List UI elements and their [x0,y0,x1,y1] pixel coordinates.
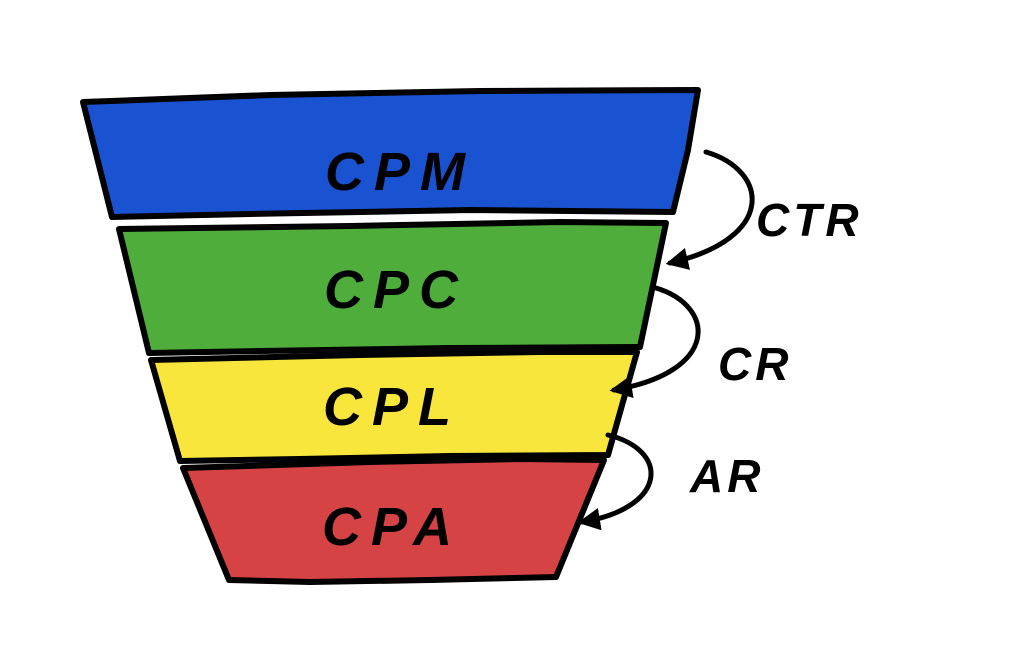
arrow-ctr-icon [665,149,755,270]
arrow-ar-icon [577,432,654,531]
funnel-layer-cpl [148,349,640,464]
funnel-layer-label-cpc: CPC [324,260,468,320]
funnel-layer-cpm [80,87,701,220]
funnel-layer-cpa [180,456,607,585]
funnel-layer-label-cpm: CPM [325,142,475,202]
funnel-layer-label-cpa: CPA [322,497,462,557]
arrow-cr-icon [609,285,701,399]
metric-label-cr: CR [718,338,792,390]
metric-label-ar: AR [689,450,764,502]
funnel-layer-label-cpl: CPL [323,377,461,437]
metric-label-ctr: CTR [756,194,863,246]
funnel-layer-cpc [116,219,669,356]
